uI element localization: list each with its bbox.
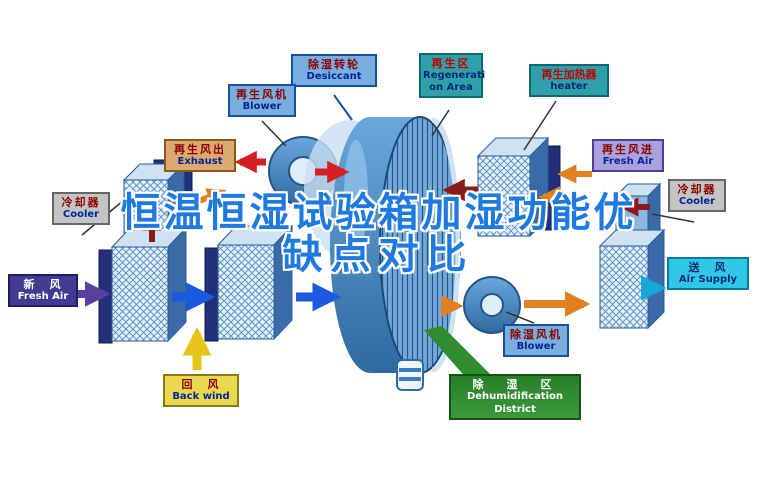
label-regen-blower: 再生风机 Blower bbox=[228, 84, 296, 118]
title-line1: 恒温恒湿试验箱加湿功能优 bbox=[120, 190, 637, 236]
label-regen-heater: 再生加热器 heater bbox=[529, 64, 609, 98]
flow-arrows bbox=[78, 150, 667, 370]
label-dehumid-blower-en: Blower bbox=[516, 341, 556, 353]
label-cooler-right: 冷却器 Cooler bbox=[668, 179, 726, 213]
label-regeneration-area-en: Regenerati on Area bbox=[423, 70, 486, 94]
label-cooler-left-zh: 冷却器 bbox=[61, 196, 101, 209]
label-cooler-left: 冷却器 Cooler bbox=[52, 192, 110, 226]
drain-cylinder bbox=[396, 359, 424, 391]
label-fresh-air: 新 风 Fresh Air bbox=[8, 274, 78, 308]
process-box-2 bbox=[204, 224, 294, 342]
label-back-wind-zh: 回 风 bbox=[181, 378, 221, 391]
label-regen-blower-en: Blower bbox=[242, 101, 282, 113]
label-regeneration-area-zh: 再生区 bbox=[431, 57, 471, 70]
label-cooler-right-zh: 冷却器 bbox=[677, 183, 717, 196]
title-line2: 缺点对比 bbox=[282, 232, 475, 278]
label-air-supply-en: Air Supply bbox=[678, 274, 738, 286]
label-desiccant: 除湿转轮 Desiccant bbox=[291, 54, 377, 88]
label-dehumid-district-en: Dehumidification District bbox=[466, 391, 564, 415]
label-regeneration-area: 再生区 Regenerati on Area bbox=[419, 53, 486, 99]
label-exhaust-en: Exhaust bbox=[177, 156, 223, 168]
label-desiccant-zh: 除湿转轮 bbox=[308, 58, 360, 71]
dehumid-blower-fan bbox=[463, 276, 521, 334]
label-air-supply-zh: 送 风 bbox=[688, 261, 728, 274]
label-back-wind-en: Back wind bbox=[172, 391, 230, 403]
label-dehumid-blower: 除湿风机 Blower bbox=[503, 324, 569, 358]
label-fresh-air-en: Fresh Air bbox=[17, 291, 69, 303]
label-dehumid-district: 除 湿 区 Dehumidification District bbox=[449, 374, 581, 421]
label-back-wind: 回 风 Back wind bbox=[163, 374, 239, 408]
leader-lines bbox=[81, 94, 695, 324]
label-regen-heater-zh: 再生加热器 bbox=[541, 68, 597, 81]
label-regen-blower-zh: 再生风机 bbox=[236, 88, 288, 101]
desiccant-wheel bbox=[304, 116, 461, 374]
label-regen-heater-en: heater bbox=[550, 81, 588, 93]
label-cooler-right-en: Cooler bbox=[678, 196, 716, 208]
cooler-to-fan-arrow bbox=[184, 188, 227, 209]
label-cooler-left-en: Cooler bbox=[62, 209, 100, 221]
dehumid-district-connector bbox=[424, 326, 492, 380]
label-regen-fresh-air-en: Fresh Air bbox=[602, 156, 654, 168]
label-fresh-air-zh: 新 风 bbox=[23, 278, 63, 291]
process-box-1 bbox=[98, 226, 188, 344]
label-air-supply: 送 风 Air Supply bbox=[667, 257, 749, 291]
label-dehumid-blower-zh: 除湿风机 bbox=[510, 328, 562, 341]
label-regen-fresh-air: 再生风进 Fresh Air bbox=[592, 139, 664, 173]
label-exhaust: 再生风出 Exhaust bbox=[164, 139, 236, 173]
label-dehumid-district-zh: 除 湿 区 bbox=[472, 378, 558, 391]
label-regen-fresh-air-zh: 再生风进 bbox=[602, 143, 654, 156]
label-desiccant-en: Desiccant bbox=[306, 71, 362, 83]
label-exhaust-zh: 再生风出 bbox=[174, 143, 226, 156]
title-overlay: 恒温恒湿试验箱加湿功能优 缺点对比 bbox=[0, 192, 757, 276]
